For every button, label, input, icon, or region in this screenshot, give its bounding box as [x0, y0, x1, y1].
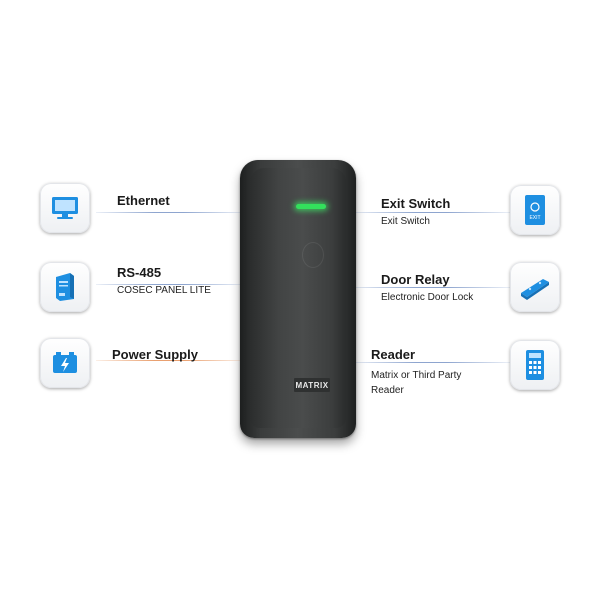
card-reader-device: [240, 160, 356, 438]
ethernet-title: Ethernet: [117, 193, 170, 208]
exit-switch-tile: EXIT: [510, 185, 560, 235]
rs485-tile: [40, 262, 90, 312]
status-led: [296, 204, 326, 209]
reader-connector-line: [352, 362, 510, 363]
device-emblem-icon: [302, 242, 324, 268]
exit-icon-label: EXIT: [529, 215, 540, 221]
power-supply-title: Power Supply: [112, 347, 198, 362]
reader-subtitle-line2: Reader: [371, 385, 404, 396]
exit-switch-title: Exit Switch: [381, 196, 451, 211]
rs485-connector-line: [96, 284, 242, 285]
ethernet-tile: [40, 183, 90, 233]
reader-tile: [510, 340, 560, 390]
reader-title: Reader: [371, 347, 416, 362]
door-relay-tile: [510, 262, 560, 312]
door-relay-subtitle: Electronic Door Lock: [381, 292, 474, 303]
brand-logo: MATRIX: [294, 378, 330, 392]
monitor-icon: [50, 195, 80, 221]
door-relay-title: Door Relay: [381, 272, 450, 287]
keypad-reader-icon: [523, 349, 547, 381]
rs485-title: RS-485: [117, 265, 162, 280]
power-supply-tile: [40, 338, 90, 388]
panel-icon: [50, 271, 80, 303]
ethernet-connector-line: [96, 212, 242, 213]
door-lock-icon: [518, 273, 552, 301]
battery-icon: [50, 349, 80, 377]
exit-switch-subtitle: Exit Switch: [381, 216, 430, 227]
power-supply-connector-line: [96, 360, 242, 361]
exit-switch-connector-line: [352, 212, 510, 213]
rs485-subtitle: COSEC PANEL LITE: [117, 285, 211, 296]
door-relay-connector-line: [352, 287, 510, 288]
reader-subtitle: Matrix or Third Party: [371, 370, 462, 381]
exit-switch-icon: EXIT: [522, 194, 548, 226]
